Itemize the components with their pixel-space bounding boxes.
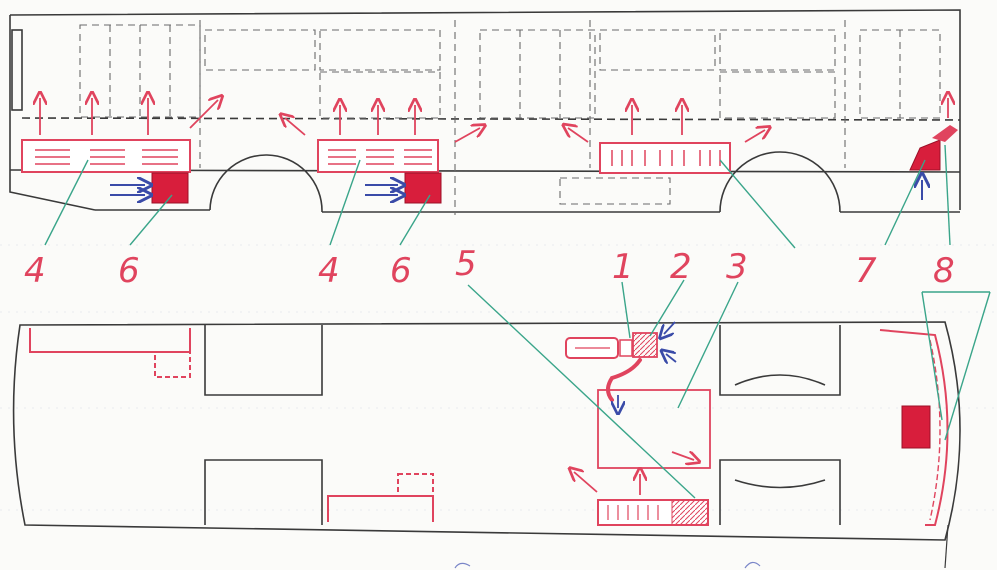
bus-plan-view — [12, 321, 961, 541]
label-fan-left: 6 — [118, 251, 140, 291]
preheater-fan — [632, 332, 658, 358]
label-element-1: 1 — [612, 247, 634, 287]
plan-heater-rear — [597, 499, 709, 526]
preheater-duct — [606, 358, 642, 402]
plan-heater-left — [29, 328, 191, 378]
arrow-right-icon — [664, 321, 676, 334]
label-element-3: 3 — [726, 247, 748, 287]
label-duct: 5 — [455, 244, 477, 284]
supply-arrows — [40, 98, 948, 143]
heater-left — [21, 139, 191, 173]
intake-arrows — [110, 180, 922, 200]
engine-compartment — [597, 389, 711, 469]
arrow-up-icon — [454, 128, 480, 143]
side-windows — [79, 20, 941, 215]
arrow-up-icon — [574, 472, 598, 493]
arrow-right-icon — [666, 354, 677, 362]
arrow-up-icon — [568, 128, 589, 143]
fan-left — [151, 172, 189, 204]
arrow-up-icon — [671, 452, 694, 460]
defroster-duct — [932, 125, 958, 142]
plan-supply-arrows — [574, 452, 694, 495]
fan-middle — [404, 172, 442, 204]
plan-heater-middle — [327, 473, 434, 522]
arrow-up-icon — [744, 130, 765, 143]
arrow-up-icon — [285, 118, 306, 136]
label-element-2: 2 — [670, 247, 692, 287]
preheater-unit — [565, 337, 633, 359]
heater-middle — [317, 139, 439, 173]
plan-defroster — [879, 329, 949, 526]
label-front-heater: 7 — [855, 251, 877, 291]
leader-lines-side — [44, 144, 951, 249]
arrow-up-icon — [189, 100, 218, 129]
front-heater — [909, 139, 941, 171]
heater-rear-radiator — [599, 142, 731, 174]
label-defroster: 8 — [933, 251, 955, 291]
paper-ruling — [0, 244, 997, 511]
leader-lines-plan — [467, 279, 991, 499]
label-heater-left: 4 — [24, 251, 46, 291]
plan-intake-arrows — [618, 321, 677, 408]
bottom-margin-marks — [454, 524, 949, 569]
label-heater-middle: 4 — [318, 251, 340, 291]
label-fan-middle: 6 — [390, 251, 412, 291]
